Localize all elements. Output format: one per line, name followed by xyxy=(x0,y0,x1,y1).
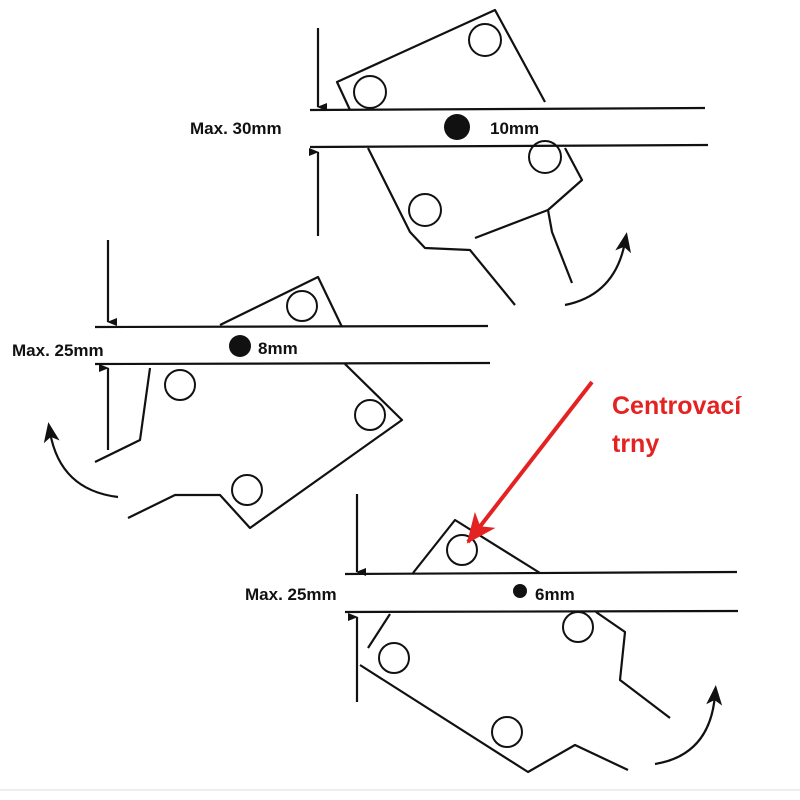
guide-line xyxy=(309,106,706,112)
hole xyxy=(491,716,523,748)
pin-label: 8mm xyxy=(258,339,298,358)
pin-dot xyxy=(229,335,251,357)
pin-label: 6mm xyxy=(535,585,575,604)
callout: Centrovací trny xyxy=(466,380,742,544)
hole xyxy=(354,399,386,431)
plate xyxy=(359,518,671,774)
guide-line xyxy=(94,324,489,329)
max-label: Max. 25mm xyxy=(245,585,337,604)
hole xyxy=(164,369,196,401)
hole xyxy=(562,611,594,643)
plate xyxy=(94,275,404,530)
hole xyxy=(286,290,318,322)
hole xyxy=(528,140,562,174)
guide-line xyxy=(344,609,739,614)
hole xyxy=(468,23,502,57)
diagram-middle: Max. 25mm 8mm xyxy=(12,240,491,530)
hole xyxy=(231,474,263,506)
pin-dot xyxy=(513,584,527,598)
max-label: Max. 30mm xyxy=(190,119,282,138)
hole xyxy=(353,75,387,109)
guide-line xyxy=(344,570,738,576)
rotate-arrow-icon xyxy=(564,232,632,307)
pin-label: 10mm xyxy=(490,119,539,138)
hole xyxy=(378,642,410,674)
plate xyxy=(335,8,584,306)
rotate-arrow-icon xyxy=(654,685,723,766)
guide-line xyxy=(309,143,709,149)
diagram-top: Max. 30mm 10mm xyxy=(190,8,709,307)
red-arrow-icon xyxy=(466,380,594,544)
max-label: Max. 25mm xyxy=(12,341,104,360)
centering-pin-hole xyxy=(446,534,478,566)
guide-line xyxy=(94,361,491,366)
hole xyxy=(408,193,442,227)
diagram-bottom: Max. 25mm 6mm xyxy=(245,494,739,774)
callout-line2: trny xyxy=(612,430,659,458)
rotate-arrow-icon xyxy=(43,422,119,499)
callout-line1: Centrovací xyxy=(612,392,742,420)
pin-dot xyxy=(444,114,470,140)
